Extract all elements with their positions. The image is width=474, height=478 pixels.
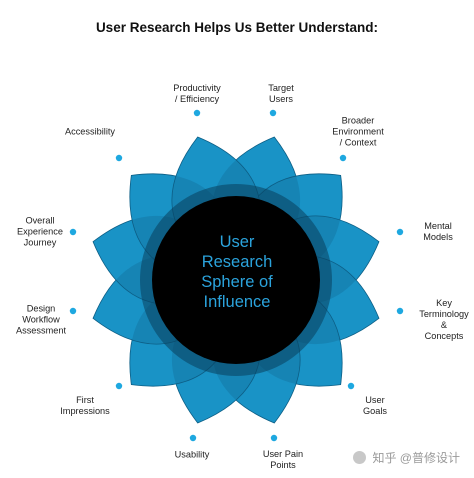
label-dot	[339, 154, 347, 162]
label-dot	[269, 109, 277, 117]
label-broader-environment: Broader Environment / Context	[332, 115, 384, 148]
watermark-text: 知乎 @普修设计	[372, 451, 460, 465]
label-dot	[115, 154, 123, 162]
zhihu-logo-icon	[353, 451, 367, 464]
label-dot	[193, 109, 201, 117]
label-overall-experience: Overall Experience Journey	[17, 215, 63, 248]
label-dot	[115, 382, 123, 390]
label-usability: Usability	[174, 449, 210, 460]
label-dot	[396, 228, 404, 236]
label-dot	[189, 434, 197, 442]
watermark: 知乎 @普修设计	[353, 449, 460, 466]
label-first-impressions: First Impressions	[60, 395, 110, 416]
label-accessibility: Accessibility	[64, 126, 116, 137]
label-design-workflow: Design Workflow Assessment	[15, 303, 67, 336]
label-target-users: Target Users	[268, 83, 294, 104]
label-key-terminology: Key Terminology & Concepts	[419, 298, 469, 341]
diagram-title: User Research Helps Us Better Understand…	[95, 20, 379, 35]
label-productivity: Productivity / Efficiency	[173, 83, 221, 104]
label-dot	[396, 307, 404, 315]
core-circle	[152, 196, 320, 364]
label-user-goals: User Goals	[362, 395, 388, 416]
label-dot	[69, 228, 77, 236]
label-user-pain-points: User Pain Points	[262, 449, 304, 470]
label-dot	[270, 434, 278, 442]
label-mental-models: Mental Models	[423, 221, 453, 242]
center-label: User Research Sphere of Influence	[201, 233, 273, 311]
label-dot	[69, 307, 77, 315]
label-dot	[347, 382, 355, 390]
